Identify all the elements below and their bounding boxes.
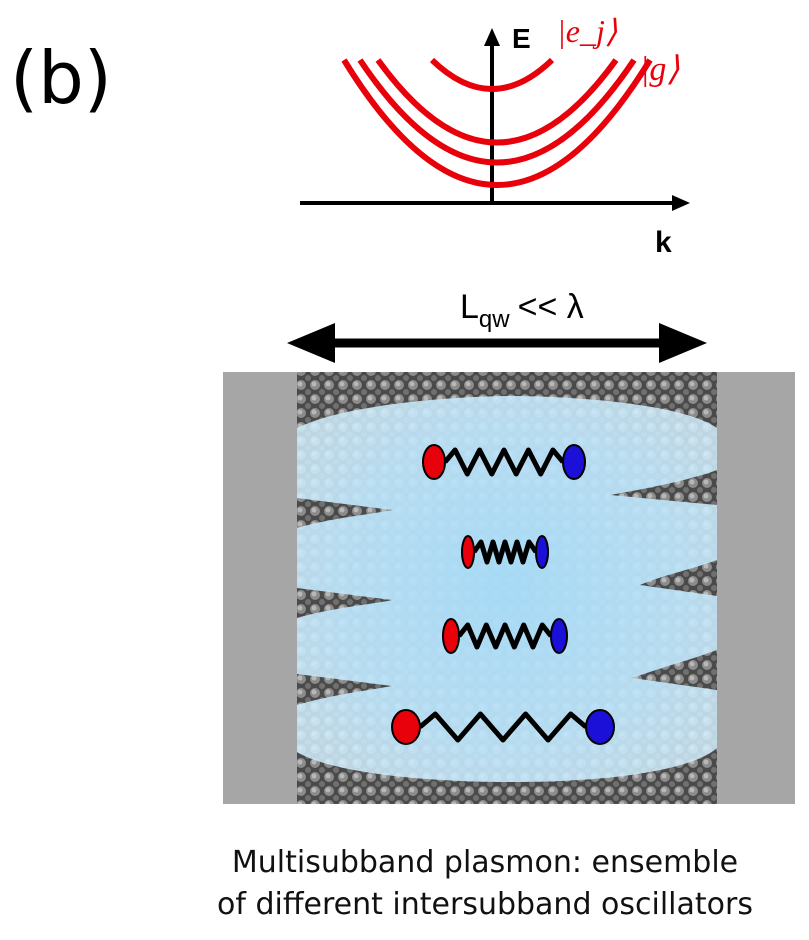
caption: Multisubband plasmon: ensemble of differ… [170,842,800,926]
panel-label: (b) [10,36,112,120]
oscillator-1 [422,444,586,480]
oscillator-spring [457,622,553,650]
caption-line-2: of different intersubband oscillators [217,887,753,922]
length-arrow-left-head [287,323,335,363]
length-label: Lqw<< λ [460,288,584,333]
oscillator-2 [461,535,549,569]
length-scale: Lqw<< λ [287,288,707,363]
oscillator-spring [418,711,588,743]
subband-curves [341,57,653,188]
oscillators [391,444,615,745]
oscillator-red-charge [461,535,475,569]
oscillator-blue-charge [535,535,549,569]
oscillator-3 [442,618,568,654]
oscillator-blue-charge [585,709,615,745]
k-axis-arrowhead [672,195,690,211]
subband-curve-3 [375,58,619,146]
quantum-well [223,372,795,804]
right-barrier [717,372,795,804]
subband-curve-1 [341,58,653,188]
oscillator-red-charge [422,444,446,480]
subband-curve-4 [429,57,555,92]
momentum-axis-label: k [655,226,672,259]
ground-state-label: |g⟩ [640,51,680,88]
left-barrier [223,372,299,804]
band-diagram: E k |e_j⟩ |g⟩ [300,13,690,259]
plasmon-cloud [297,396,717,782]
subband-curve-2 [357,58,637,166]
energy-axis-label: E [512,23,531,54]
diagram: E k |e_j⟩ |g⟩ Lqw<< λ [223,13,795,804]
length-arrow-right-head [659,323,707,363]
oscillator-red-charge [391,709,421,745]
caption-line-1: Multisubband plasmon: ensemble [231,845,739,880]
plasmon-cloud-shape [297,396,717,782]
oscillator-blue-charge [562,444,586,480]
oscillator-spring [471,539,539,565]
excited-state-label: |e_j⟩ [557,13,618,49]
e-axis-arrowhead [484,28,500,46]
oscillator-blue-charge [550,618,568,654]
oscillator-red-charge [442,618,460,654]
oscillator-4 [391,709,615,745]
oscillator-spring [443,447,565,477]
